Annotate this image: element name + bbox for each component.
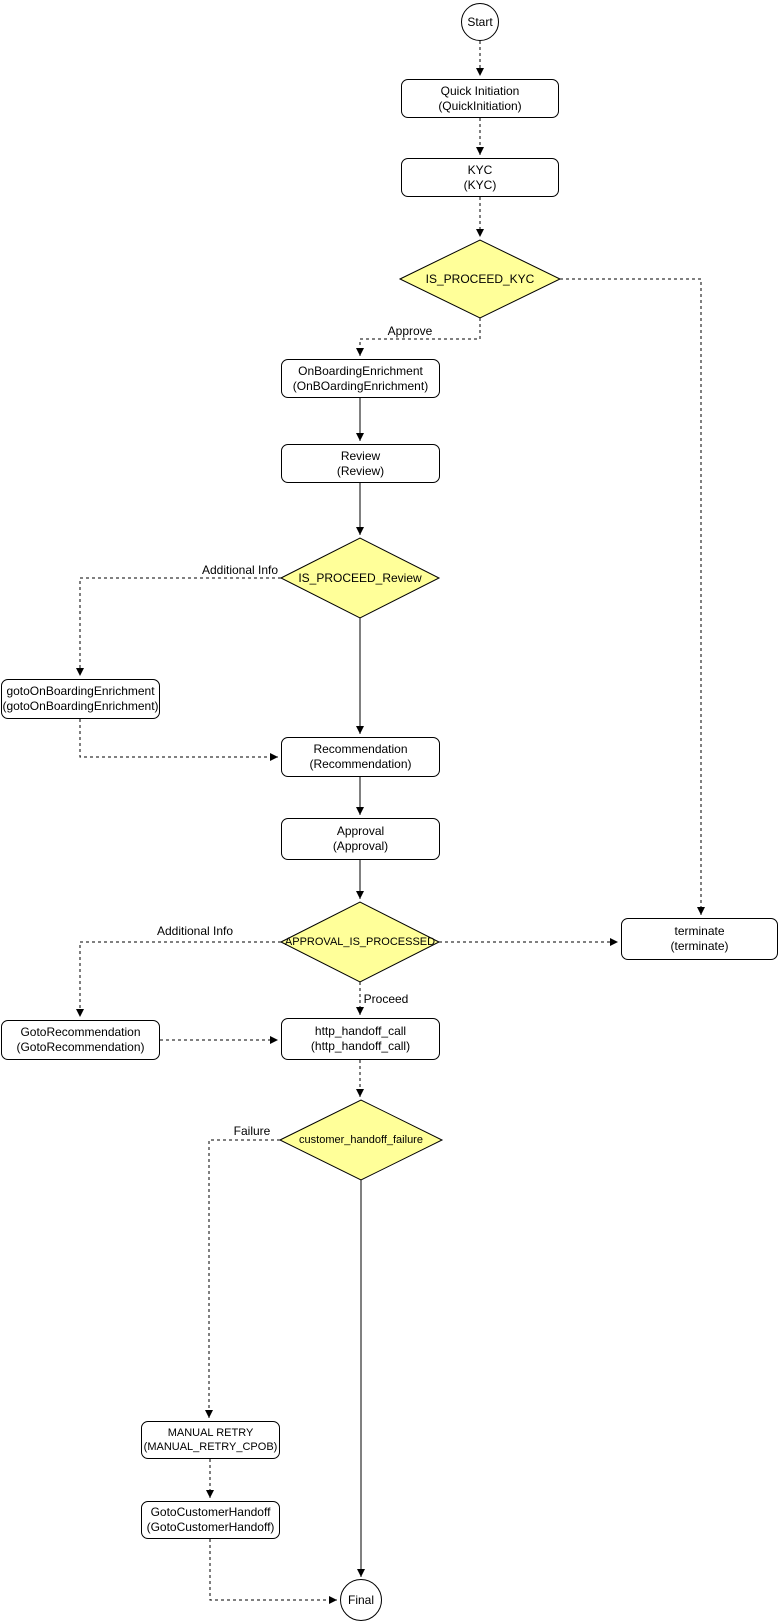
edge-label-proceed: Proceed [361,992,411,1006]
node-label: Review [340,448,381,463]
edge-approve-to-onboarding-enrichment[interactable] [356,318,481,356]
node-sublabel: (OnBOardingEnrichment) [292,378,429,393]
start-label: Start [467,14,493,29]
node-label: Approval [336,824,385,838]
node-label: OnBoardingEnrichment [298,363,423,378]
edge-label-additional-info-approval: Additional Info [154,924,236,938]
node-kyc[interactable]: KYC (KYC) [401,158,559,197]
node-sublabel: (MANUAL_RETRY_CPOB) [143,1441,278,1453]
node-start[interactable]: Start [461,3,499,41]
node-sublabel: (http_handoff_call) [310,1039,411,1053]
node-http-handoff-call[interactable]: http_handoff_call (http_handoff_call) [281,1018,440,1060]
decision-label-customer-handoff-failure: customer_handoff_failure [299,1134,423,1146]
node-review[interactable]: Review (Review) [281,444,440,483]
decision-label-is-proceed-kyc: IS_PROCEED_KYC [425,272,535,286]
node-label: KYC [467,162,493,177]
node-sublabel: (Review) [336,463,385,478]
decision-approval-is-processed-shape[interactable] [279,901,441,983]
decision-is-proceed-review-shape[interactable] [279,537,441,619]
decision-label-approval-is-processed: APPROVAL_IS_PROCESSED [284,936,436,948]
edge-additional-info-to-goto-recommendation[interactable] [76,941,281,1017]
node-sublabel: (terminate) [670,939,729,953]
node-goto-customer-handoff[interactable]: GotoCustomerHandoff (GotoCustomerHandoff… [141,1501,280,1539]
edge-goto-onboarding-enrichment-to-recommendation[interactable] [79,719,278,761]
node-terminate[interactable]: terminate (terminate) [621,918,778,960]
node-goto-onboarding-enrichment[interactable]: gotoOnBoardingEnrichment (gotoOnBoarding… [1,679,160,719]
edge-label-additional-info-review: Additional Info [199,563,281,577]
node-quick-initiation[interactable]: Quick Initiation (QuickInitiation) [401,79,559,118]
node-label: terminate [674,924,725,938]
node-label: GotoRecommendation [20,1025,141,1039]
edge-is-proceed-kyc-to-terminate[interactable] [560,278,705,915]
node-manual-retry[interactable]: MANUAL RETRY (MANUAL_RETRY_CPOB) [141,1421,280,1459]
edge-goto-customer-handoff-to-final[interactable] [209,1539,337,1604]
node-recommendation[interactable]: Recommendation (Recommendation) [281,737,440,777]
node-onboarding-enrichment[interactable]: OnBoardingEnrichment (OnBOardingEnrichme… [281,359,440,398]
node-final[interactable]: Final [340,1579,382,1621]
node-label: MANUAL RETRY [167,1427,254,1439]
decision-is-proceed-kyc-shape[interactable] [398,239,562,319]
node-sublabel: (QuickInitiation) [438,98,522,113]
decision-customer-handoff-failure-shape[interactable] [278,1099,444,1181]
node-label: http_handoff_call [314,1024,407,1038]
node-label: GotoCustomerHandoff [150,1505,271,1519]
final-label: Final [347,1592,374,1607]
node-goto-recommendation[interactable]: GotoRecommendation (GotoRecommendation) [1,1020,160,1060]
edge-failure-to-manual-retry[interactable] [205,1139,280,1418]
node-label: Quick Initiation [440,83,520,98]
node-sublabel: (KYC) [463,177,497,192]
node-sublabel: (Approval) [332,839,389,853]
node-sublabel: (gotoOnBoardingEnrichment) [2,699,159,713]
decision-label-is-proceed-review: IS_PROCEED_Review [298,571,422,585]
edge-additional-info-to-goto-onboarding-enrichment[interactable] [76,577,281,676]
node-sublabel: (Recommendation) [309,757,412,771]
node-sublabel: (GotoCustomerHandoff) [146,1520,275,1534]
node-label: gotoOnBoardingEnrichment [6,684,155,698]
node-sublabel: (GotoRecommendation) [16,1040,145,1054]
edge-label-approve: Approve [385,324,435,338]
node-approval[interactable]: Approval (Approval) [281,818,440,860]
node-label: Recommendation [313,742,408,756]
edge-label-failure: Failure [231,1124,273,1138]
